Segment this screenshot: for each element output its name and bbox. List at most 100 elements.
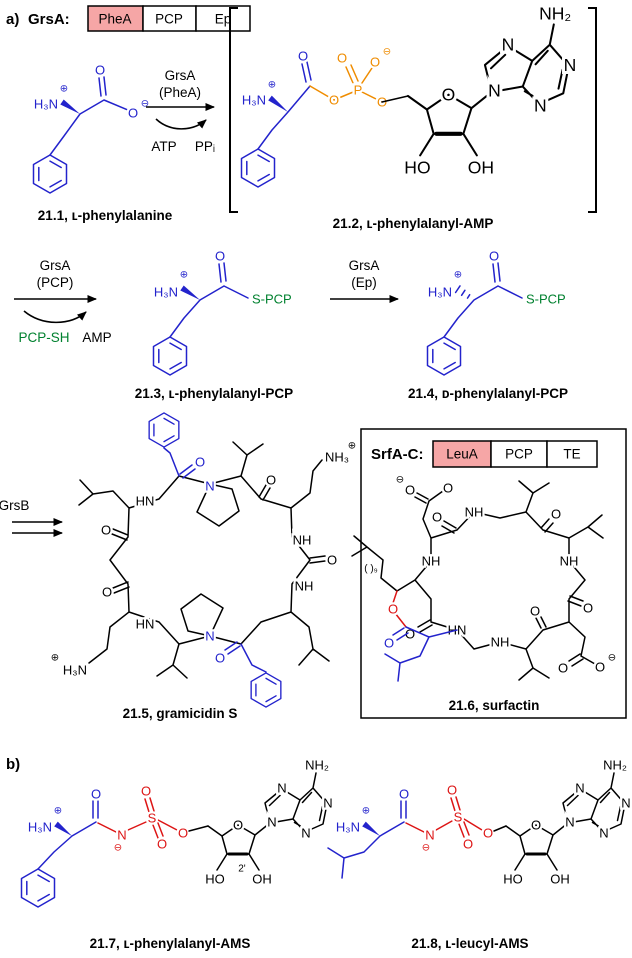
domain-note: (PheA) — [159, 85, 201, 100]
d-phe-residues: O O N N — [148, 412, 282, 708]
atom-O: O — [489, 249, 499, 264]
plus-charge: ⊕ — [60, 84, 68, 95]
domain-cell-te — [546, 440, 598, 468]
proline-N: N — [205, 629, 214, 644]
plus-charge: ⊕ — [268, 80, 276, 91]
reaction-arrow-2: GrsA (PCP) PCP-SH AMP — [14, 258, 112, 345]
atom-O: O — [551, 507, 561, 522]
domain-cell-pcp — [490, 440, 548, 468]
domain-cell-leua — [432, 440, 492, 468]
bracket-right — [588, 7, 597, 213]
domain-note: (Ep) — [351, 275, 377, 290]
stereo-wedge — [60, 99, 80, 114]
reaction-arrow-1: GrsA (PheA) ATP PPᵢ — [146, 68, 215, 154]
domain-label: TE — [563, 447, 580, 462]
domain-cell-pcp — [142, 5, 197, 32]
atom-O: O — [178, 826, 188, 841]
adenosine-part: 2' — [188, 758, 333, 887]
atom-O: O — [558, 661, 568, 676]
amide-NH: NH — [295, 579, 314, 594]
atom-O: O — [327, 553, 337, 568]
structure-21-7-l-phenylalanyl-ams: H₃N ⊕ O N ⊖ S O O O 2' — [20, 758, 333, 908]
atom-O: O — [298, 49, 308, 64]
minus-charge: ⊖ — [141, 99, 149, 110]
atom-O: O — [337, 51, 347, 66]
atom-O: O — [384, 636, 394, 651]
phosphate-part: O P O O O ⊖ — [309, 44, 393, 112]
domain-cell-phea — [87, 5, 144, 32]
adenosine-part — [381, 4, 576, 178]
domain-label: LeuA — [446, 447, 478, 462]
grsa-title: GrsA: — [28, 11, 70, 28]
ammonium-label: H₃N — [428, 285, 452, 300]
atom-O: O — [483, 826, 493, 841]
cofactor-out: PPᵢ — [195, 139, 215, 154]
atom-O: O — [195, 455, 205, 470]
caption-21-4: 21.4, ᴅ-phenylalanyl-PCP — [408, 386, 568, 401]
minus-charge: ⊖ — [422, 843, 430, 854]
phenylalanyl-part: H₃N ⊕ O — [426, 246, 523, 376]
macrolactone-backbone: O O ⊖ O O O O O O O ⊖ NH NH NH NH HN ( )… — [351, 472, 618, 681]
ester-linkage: O — [386, 590, 407, 628]
cofactor-in: ATP — [151, 139, 176, 154]
caption-21-8: 21.8, ʟ-leucyl-AMS — [411, 936, 528, 951]
enzyme-label: GrsB — [0, 498, 29, 513]
atom-O: O — [530, 604, 540, 619]
cofactor-in: PCP-SH — [18, 330, 69, 345]
atom-O: O — [432, 510, 442, 525]
macrocycle-backbone: O O O O NH HN HN NH NH₃ ⊕ H₃N ⊕ — [49, 438, 359, 680]
atom-O: O — [157, 837, 167, 852]
atom-O: O — [215, 651, 225, 666]
amide-NH: NH — [422, 554, 441, 569]
ribose-2prime-label: 2' — [238, 864, 246, 875]
srfac-title: SrfA-C: — [371, 446, 424, 463]
atom-O: O — [215, 249, 225, 264]
atom-O: O — [91, 787, 101, 802]
ammonium-label: H₃N — [242, 93, 266, 108]
atom-O: O — [405, 483, 415, 498]
domain-label: PCP — [155, 12, 183, 27]
cofactor-arrow — [155, 118, 207, 130]
plus-charge: ⊕ — [54, 806, 62, 817]
stereo-wedge — [362, 821, 380, 836]
enzyme-label: GrsA — [349, 258, 380, 273]
structure-21-3-l-phenylalanyl-pcp: H₃N ⊕ O S-PCP — [152, 246, 294, 376]
cofactor-out: AMP — [82, 330, 111, 345]
bracket-left — [229, 7, 238, 213]
plus-charge: ⊕ — [348, 441, 356, 452]
amide-NH: NH — [491, 635, 510, 650]
structure-21-4-d-phenylalanyl-pcp: H₃N ⊕ O S-PCP — [426, 246, 568, 376]
enzyme-label: GrsA — [165, 68, 196, 83]
atom-O: O — [388, 602, 398, 617]
amide-NH: NH — [560, 554, 579, 569]
reaction-arrow-3: GrsA (Ep) — [330, 258, 399, 303]
phenylalanyl-part: H₃N ⊕ O — [20, 784, 103, 908]
stereo-wedge — [268, 95, 288, 112]
atom-O: O — [463, 837, 473, 852]
structure-21-5-gramicidin-s: O O O O NH HN HN NH NH₃ ⊕ H₃N ⊕ O O N N — [49, 412, 359, 708]
caption-21-3: 21.3, ʟ-phenylalanyl-PCP — [135, 386, 293, 401]
atom-O: O — [583, 601, 593, 616]
atom-S: S — [148, 811, 157, 826]
caption-21-2: 21.2, ʟ-phenylalanyl-AMP — [333, 216, 494, 231]
proline-N: N — [205, 479, 214, 494]
atom-O: O — [329, 93, 339, 108]
thioester-pcp-label: S-PCP — [526, 292, 566, 307]
atom-O: O — [443, 481, 453, 496]
phenylalanyl-part: H₃N ⊕ O — [240, 46, 312, 188]
stereo-wedge — [180, 285, 200, 300]
sulfamate-part: N ⊖ S O O O — [405, 780, 495, 856]
ammonium-label: H₃N — [28, 820, 52, 835]
caption-21-7: 21.7, ʟ-phenylalanyl-AMS — [90, 936, 251, 951]
atom-O: O — [595, 660, 605, 675]
atom-O: O — [405, 627, 415, 642]
leucine-residue: O — [382, 626, 458, 682]
minus-charge: ⊖ — [608, 653, 616, 664]
atom-S: S — [454, 810, 463, 825]
caption-21-6: 21.6, surfactin — [449, 698, 540, 713]
ammonium-label: H₃N — [336, 820, 360, 835]
atom-O: O — [95, 63, 105, 78]
ornithine-ammonium: NH₃ — [325, 450, 349, 465]
amide-NH: HN — [136, 617, 155, 632]
stereo-wedge — [54, 821, 72, 836]
